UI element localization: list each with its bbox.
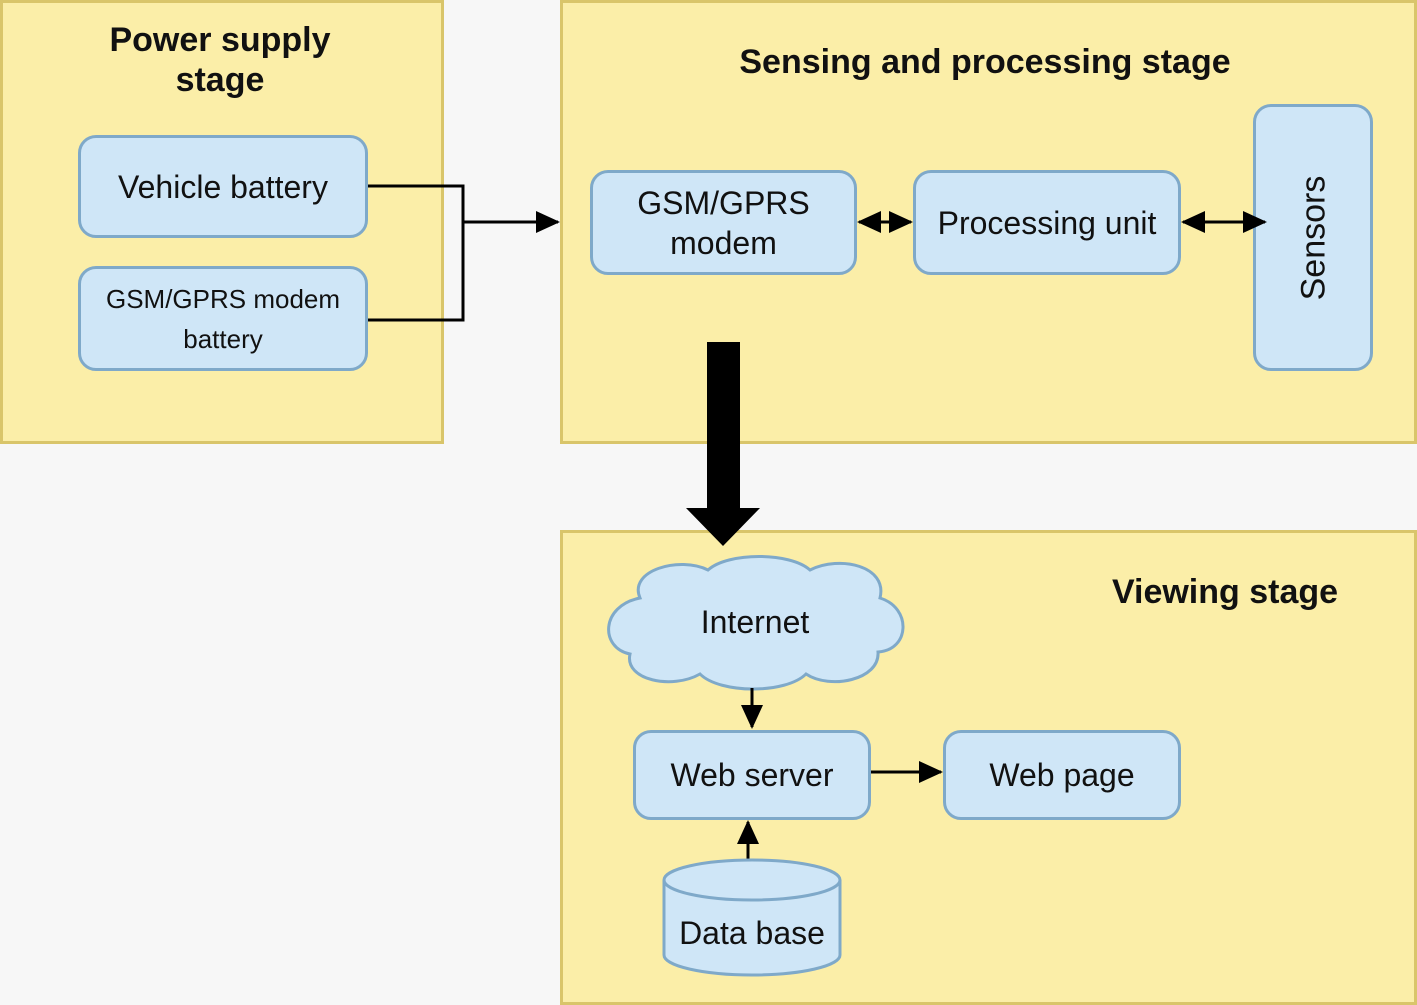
sensing-stage-title: Sensing and processing stage <box>739 43 1231 81</box>
viewing-stage-title: Viewing stage <box>1111 573 1339 611</box>
internet-cloud-shape <box>607 555 905 691</box>
database-label: Data base <box>679 915 825 951</box>
vehicle-battery-node: Vehicle battery <box>78 135 368 238</box>
sensors-node: Sensors <box>1253 104 1373 371</box>
web-page-node: Web page <box>943 730 1181 820</box>
power-supply-stage-title: Power supply stage <box>109 21 331 99</box>
sensing-to-viewing-arrow <box>686 342 760 546</box>
gsm-gprs-modem-node: GSM/GPRS modem <box>590 170 857 275</box>
internet-label: Internet <box>700 604 810 640</box>
database-cylinder-shape <box>662 858 842 977</box>
processing-unit-node: Processing unit <box>913 170 1181 275</box>
web-server-node: Web server <box>633 730 871 820</box>
modem-battery-node: GSM/GPRS modem battery <box>78 266 368 371</box>
vehicle-battery-connector <box>368 184 465 322</box>
